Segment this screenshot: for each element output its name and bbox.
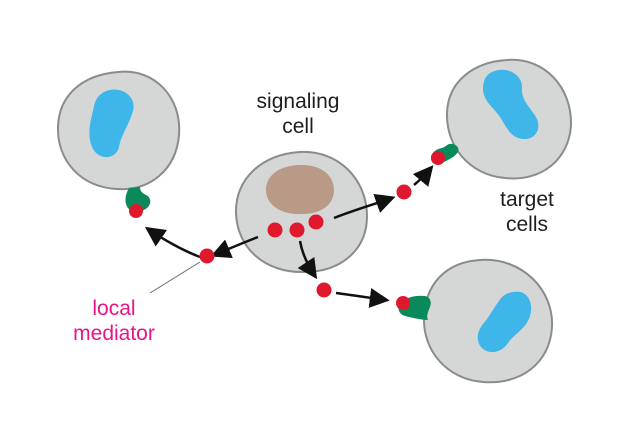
nucleus bbox=[89, 89, 134, 158]
mediator-molecule bbox=[308, 214, 324, 230]
target-cells-label: target cells bbox=[472, 187, 582, 237]
arrow-to-target-top-left bbox=[144, 226, 201, 259]
local-mediator-label-line2: mediator bbox=[73, 322, 155, 345]
mediator-molecule bbox=[267, 222, 283, 238]
target-cell-top-right bbox=[445, 58, 573, 180]
arrow-to-target-top-right bbox=[412, 165, 434, 187]
arrow-to-mediator-left bbox=[210, 235, 259, 258]
mediator-molecule-left bbox=[199, 248, 215, 264]
local-mediator-leader-line bbox=[149, 261, 201, 294]
arrow-to-mediator-top-right bbox=[333, 193, 396, 220]
target-cells-label-line1: target bbox=[500, 188, 554, 211]
mediator-molecule bbox=[289, 222, 305, 238]
target-cell-bottom-right bbox=[422, 258, 554, 384]
nucleus bbox=[483, 69, 539, 140]
local-mediator-label-line1: local bbox=[92, 297, 136, 320]
target-cells-label-line2: cells bbox=[505, 213, 548, 236]
target-cell-top-left bbox=[56, 70, 181, 191]
bound-mediator-bottom-right bbox=[396, 296, 410, 310]
signaling-cell-label-line1: signaling bbox=[256, 90, 340, 113]
mediator-molecule-top-right bbox=[396, 184, 412, 200]
bound-mediator-top-right bbox=[431, 151, 445, 165]
bound-mediator-top-left bbox=[129, 204, 143, 218]
nucleus bbox=[477, 291, 532, 353]
mediator-molecule-bottom bbox=[316, 282, 332, 298]
signaling-cell-label: signaling cell bbox=[232, 89, 364, 139]
arrow-to-mediator-bottom bbox=[297, 240, 318, 280]
signaling-cell-label-line2: cell bbox=[282, 115, 314, 138]
local-mediator-label: local mediator bbox=[44, 296, 184, 346]
arrow-to-target-bottom-right bbox=[335, 288, 390, 308]
nucleus bbox=[266, 164, 334, 215]
